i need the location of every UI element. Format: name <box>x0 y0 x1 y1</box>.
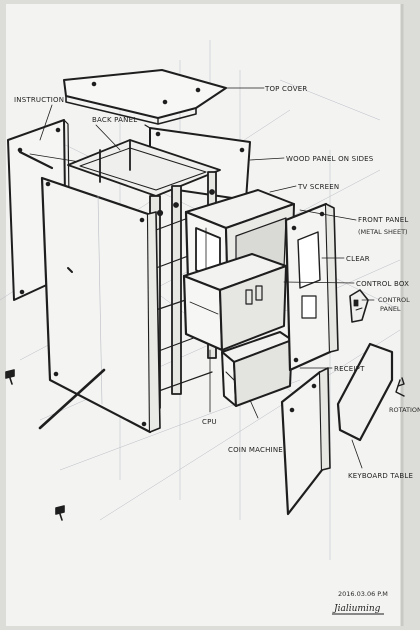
label-front-panel-note: (METAL SHEET) <box>358 228 408 236</box>
screws <box>5 369 65 521</box>
label-front-panel: FRONT PANEL <box>358 216 408 224</box>
label-rotation: ROTATION <box>389 406 420 414</box>
rotation-arrow <box>395 377 405 397</box>
top-cover-part <box>63 69 227 125</box>
label-control-panel-2: PANEL <box>380 305 401 313</box>
label-tv-screen: TV SCREEN <box>297 183 339 191</box>
label-control-box: CONTROL BOX <box>356 280 409 288</box>
signature: Jialiuming <box>332 604 381 614</box>
cpu-part <box>182 253 287 352</box>
coin-machine-part <box>221 331 293 407</box>
label-cpu: CPU <box>202 418 217 426</box>
label-top-cover: TOP COVER <box>264 85 307 93</box>
date-note: 2016.03.06 P.M <box>338 590 388 598</box>
label-instruction: INSTRUCTION <box>14 96 64 104</box>
side-wood-panel-part <box>38 176 161 434</box>
label-wood-panel: WOOD PANEL ON SIDES <box>286 155 374 163</box>
label-control-panel-1: CONTROL <box>378 296 410 304</box>
label-coin-machine: COIN MACHINE <box>228 446 283 454</box>
leader-lines <box>39 87 375 469</box>
label-clear: CLEAR <box>346 255 370 263</box>
right-side-panel-part <box>280 367 331 516</box>
front-panel-part <box>284 202 339 372</box>
keyboard-table-part <box>336 342 394 442</box>
label-back-panel: BACK PANEL <box>92 116 137 124</box>
label-receipt: RECEIPT <box>334 365 365 373</box>
control-box-part <box>349 289 369 323</box>
label-keyboard-table: KEYBOARD TABLE <box>348 472 413 480</box>
